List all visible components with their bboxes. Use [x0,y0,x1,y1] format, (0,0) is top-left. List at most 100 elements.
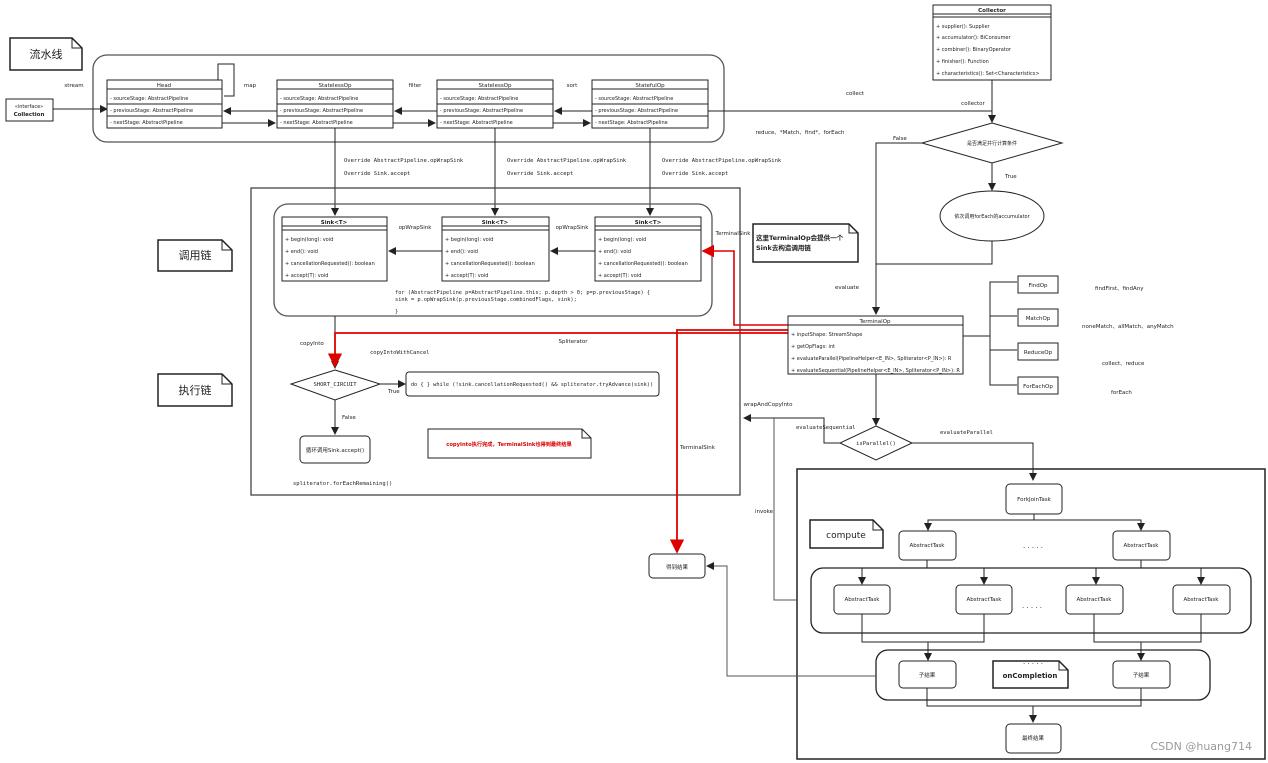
abstract-task-label: AbstractTask [1124,543,1160,549]
compute-title: compute [826,531,866,541]
sink-class-3: Sink<T> + begin(long): void + end(): voi… [594,216,702,282]
sink-method: + end(): void [598,249,631,255]
sink-method: + end(): void [285,249,318,255]
sink-method: + cancellationRequested(): boolean [598,261,688,267]
spliterator-label: Spliterator [559,339,589,345]
override-opwrapsink-3: Override AbstractPipeline.opWrapSink [662,158,782,164]
loop-code-line2: sink = p.opWrapSink(p.previousStage.comb… [395,297,577,303]
abstract-task-label: AbstractTask [1184,597,1220,603]
loop-accept-box: 循环调用Sink.accept() [299,435,371,464]
final-result-label: 最终结果 [1022,734,1045,742]
false-label: False [893,136,907,142]
get-result-label: 得到结果 [666,563,689,571]
collector-method: + combiner(): BinaryOperator [936,47,1012,53]
pipeline-class-stateful: StatefulOp - sourceStage: AbstractPipeli… [591,79,709,129]
short-circuit-diamond: SHORT_CIRCUIT [289,369,382,401]
true-label: True [1004,174,1017,180]
true-sc-label: True [387,389,400,395]
compute-title-note: compute [809,519,884,549]
collector-method: + supplier(): Supplier [936,24,991,30]
subtask-container [810,567,1252,634]
override-accept-1: Override Sink.accept [344,171,410,177]
copyintowithcancel-label: copyIntoWithCancel [370,350,430,356]
terminal-impl-name: FindOp [1028,283,1048,289]
sink-method: + begin(long): void [598,237,646,243]
on-completion-note: onCompletion [992,660,1069,689]
on-completion-label: onCompletion [1003,672,1058,680]
sub-result-box: 子结果 [898,660,957,689]
dots-label: . . . . . [1022,602,1042,610]
forkjoin-task-box: ForkJoinTask [1005,483,1063,515]
terminal-op-name: TerminalOp [858,319,891,325]
override-accept-2: Override Sink.accept [507,171,573,177]
pipeline-class-stateless-1: StatelessOp - sourceStage: AbstractPipel… [276,79,394,129]
interface-stereotype: «interface» [15,104,43,110]
sink-method: + cancellationRequested(): boolean [445,261,535,267]
pipeline-field: - sourceStage: AbstractPipeline [110,96,188,102]
terminal-impl-name: MatchOp [1026,316,1051,322]
call-chain-title: 调用链 [179,248,212,262]
collection-interface-box: «interface» Collection [5,98,54,122]
collector-method: + accumulator(): BiConsumer [936,35,1012,41]
wrap-and-copy-into-label: wrapAndCopyInto [744,402,794,408]
pipeline-field: - previousStage: AbstractPipeline [280,108,363,114]
callout-text-line: Sink去构造调用链 [756,243,811,252]
loop-code-line3: } [395,309,398,315]
pipeline-title: 流水线 [30,47,63,61]
pipeline-field: - nextStage: AbstractPipeline [110,120,183,126]
execution-frame [250,187,741,496]
sink-method: + accept(T): void [598,273,641,279]
pipeline-field: - sourceStage: AbstractPipeline [595,96,673,102]
compute-frame [796,468,1266,760]
sink-class-name: Sink<T> [321,220,348,226]
match-op-box: MatchOp [1017,308,1059,327]
parallel-condition-diamond: 是否满足并行计算条件 [920,122,1064,164]
pipeline-field: - sourceStage: AbstractPipeline [280,96,358,102]
sort-label: sort [567,83,578,89]
opwrapsink-label-2: opWrapSink [556,225,590,231]
sink-method: + begin(long): void [285,237,333,243]
terminal-sink-top-label: TerminalSink [715,231,752,237]
stream-label: stream [64,83,83,89]
abstract-task-label: AbstractTask [845,597,881,603]
terminal-impl-name: ForEachOp [1023,384,1053,390]
dots-label: . . . . . [1023,542,1043,550]
copyinto-label: copyInto [300,341,324,347]
reduce-ops-label: reduce、*Match、find*、forEach [755,130,845,136]
override-accept-3: Override Sink.accept [662,171,728,177]
exec-chain-title: 执行链 [179,383,212,397]
pipeline-class-name: StatefulOp [635,83,665,89]
reduce-desc: collect、reduce [1102,361,1145,367]
sink-method: + accept(T): void [285,273,328,279]
invoke-label: invoke [755,509,774,515]
sink-method: + accept(T): void [445,273,488,279]
sub-result-label: 子结果 [919,671,936,679]
copy-note-text: copyInto执行完成，TerminalSink也得到最终结果 [446,440,572,448]
loop-accept-label: 循环调用Sink.accept() [306,446,364,454]
forkjoin-label: ForkJoinTask [1017,497,1051,503]
evaluate-sequential-label: evaluateSequential [796,425,856,431]
for-each-remaining-label: spliterator.forEachRemaining() [293,481,392,487]
final-result-box: 最终结果 [1005,723,1062,754]
abstract-task-box: AbstractTask [1172,584,1231,615]
pipeline-class-name: Head [157,83,171,89]
terminal-op-method: + evaluateSequential(PipelineHelper<E_IN… [791,368,960,374]
copy-note: copyInto执行完成，TerminalSink也得到最终结果 [427,428,592,459]
is-parallel-diamond: isParallel() [838,425,914,461]
abstract-task-label: AbstractTask [1077,597,1113,603]
sink-class-2: Sink<T> + begin(long): void + end(): voi… [441,216,550,282]
sub-result-box: 子结果 [1112,660,1171,689]
foreach-desc: forEach [1111,390,1132,396]
pipeline-class-name: StatelessOp [318,83,352,89]
pipeline-class-head: Head - sourceStage: AbstractPipeline - p… [106,79,223,129]
sink-method: + begin(long): void [445,237,493,243]
call-chain-container [273,203,713,317]
pipeline-field: - sourceStage: AbstractPipeline [440,96,518,102]
false-sc-label: False [342,415,356,421]
pipeline-field: - nextStage: AbstractPipeline [280,120,353,126]
terminal-sink-mid-label: TerminalSink [679,445,716,451]
abstract-task-box: AbstractTask [898,530,957,561]
interface-name: Collection [14,112,45,118]
pipeline-class-name: StatelessOp [478,83,512,89]
